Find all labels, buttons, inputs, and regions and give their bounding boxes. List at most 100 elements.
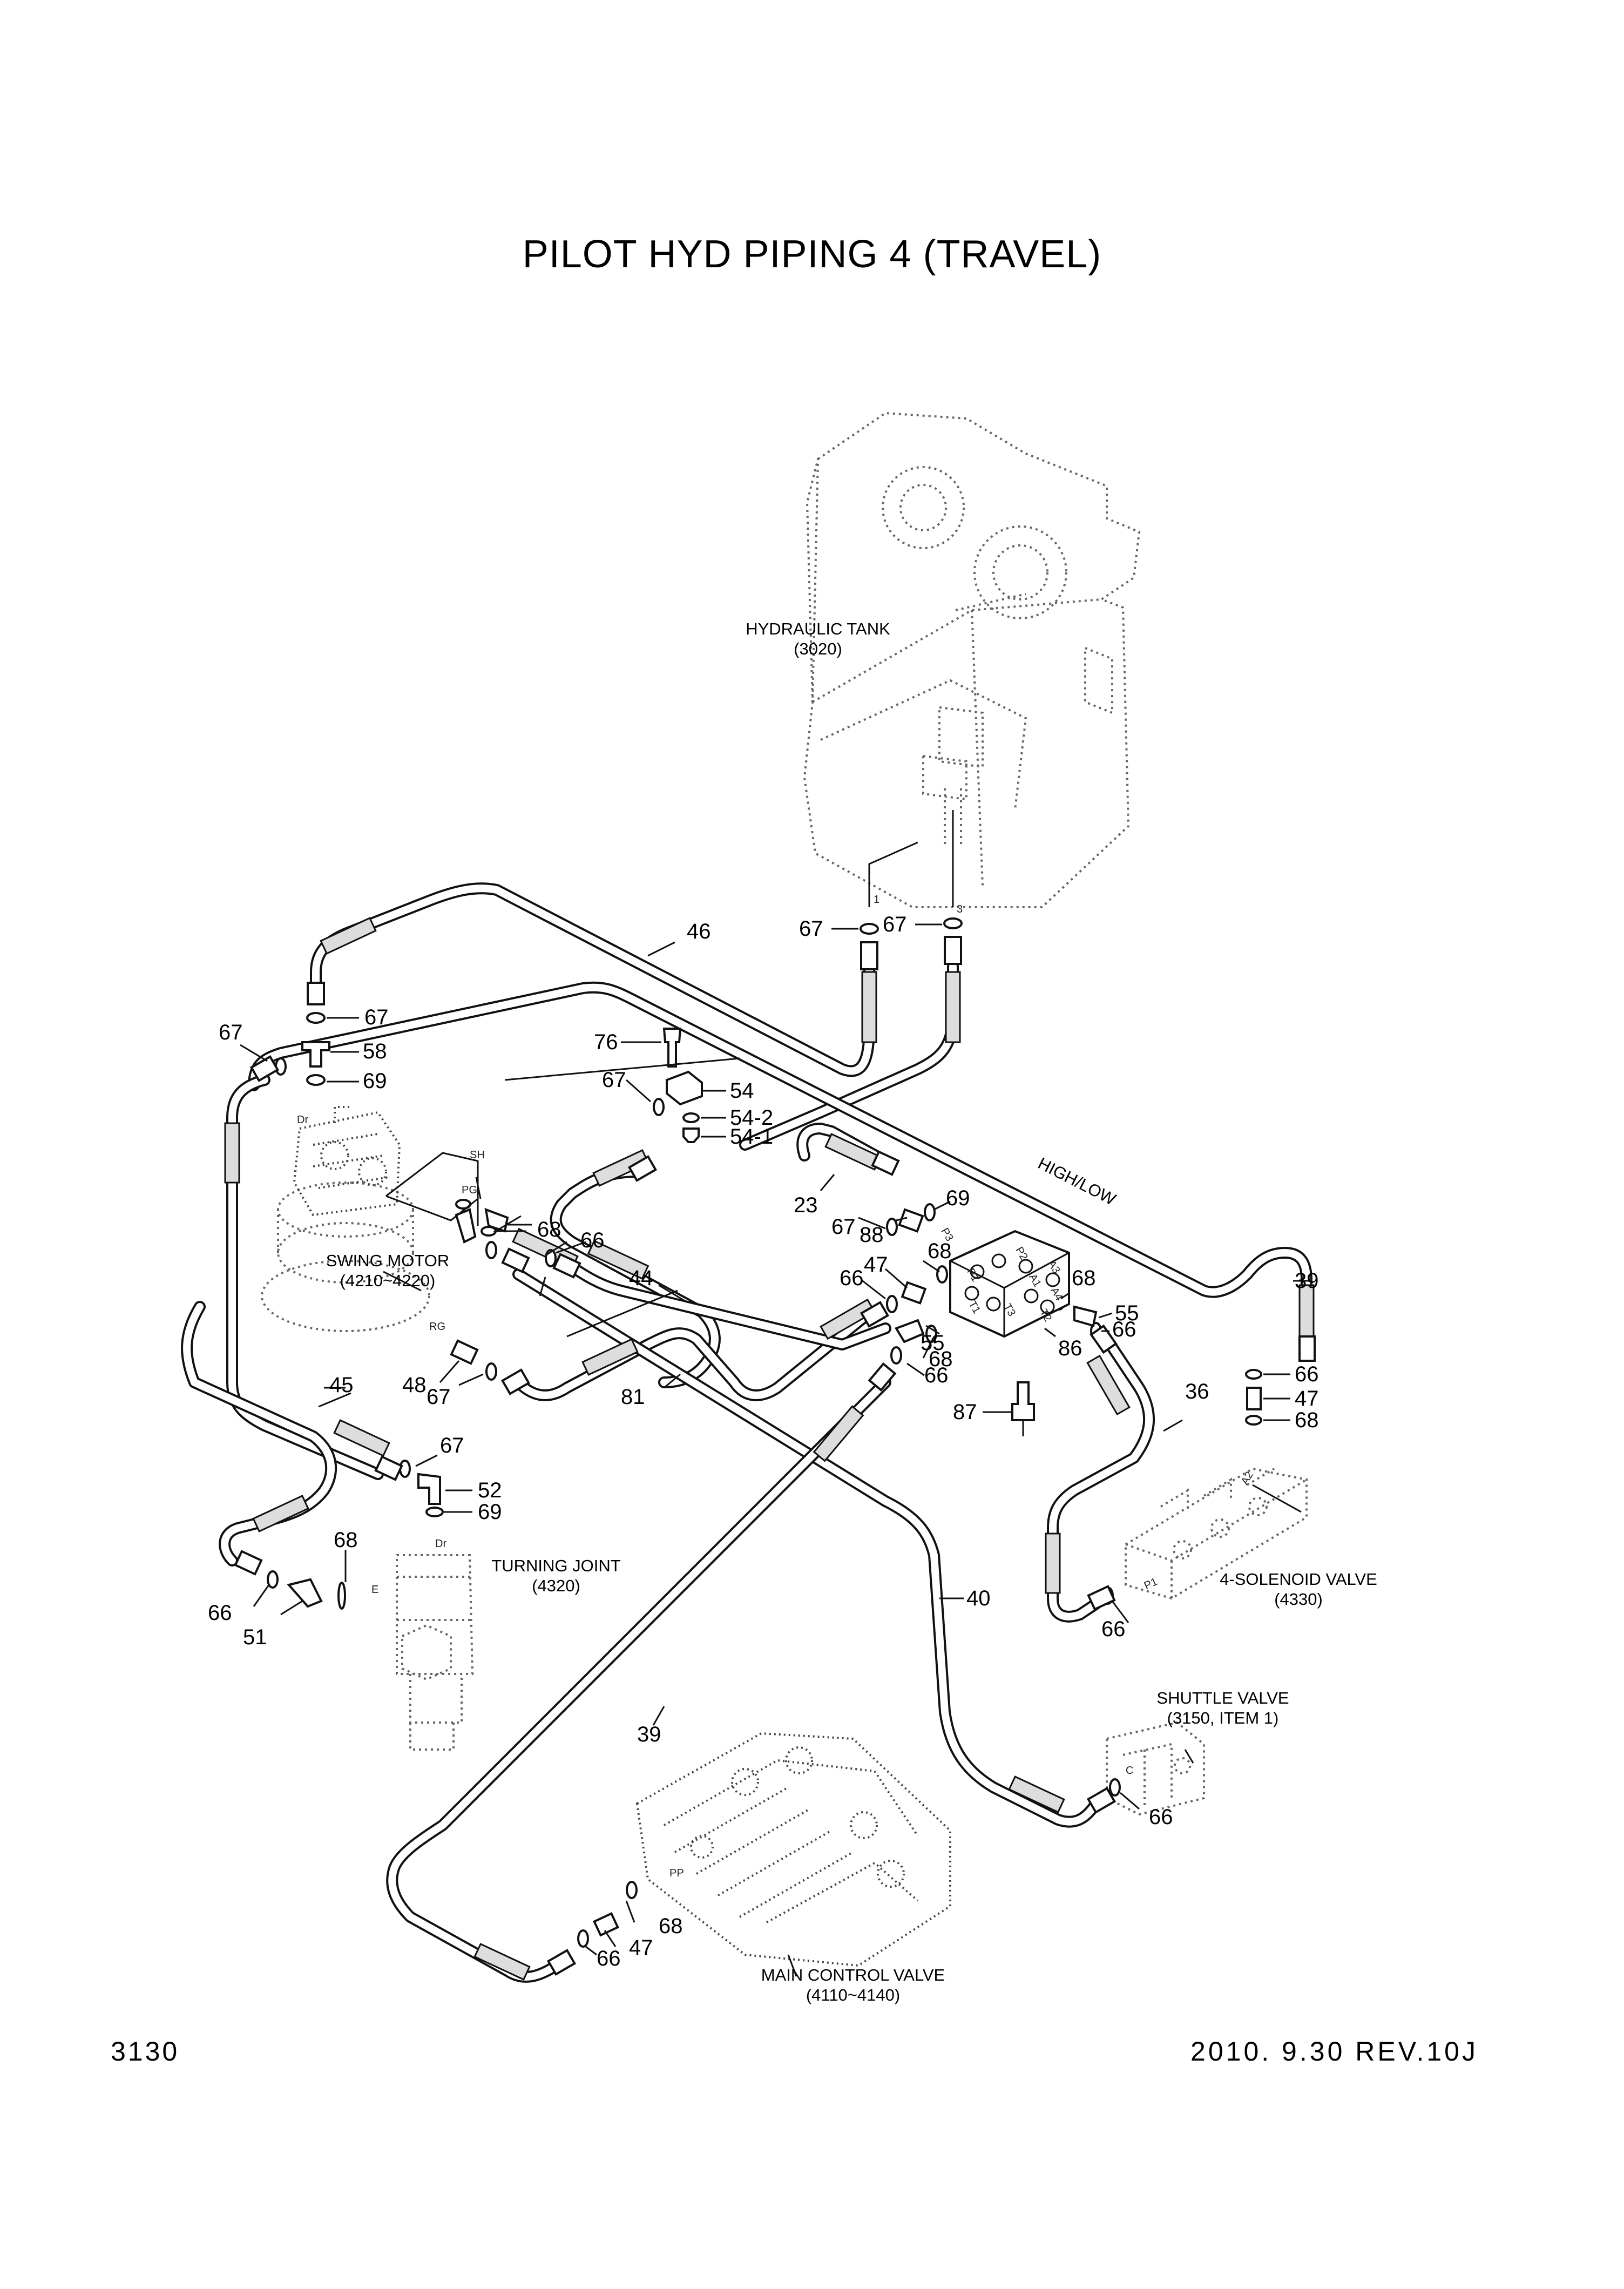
elbow-52 bbox=[417, 1473, 441, 1505]
page-title: PILOT HYD PIPING 4 (TRAVEL) bbox=[522, 233, 1102, 276]
callout: 68 bbox=[928, 1239, 952, 1263]
turning-joint-outline bbox=[396, 1554, 474, 1751]
callout: 67 bbox=[799, 917, 823, 941]
callout: 48 bbox=[402, 1373, 427, 1397]
4-solenoid-valve-outline bbox=[1125, 1467, 1308, 1600]
hydraulic-tank-outline bbox=[803, 411, 1141, 908]
callout: 66 bbox=[208, 1601, 232, 1625]
callout: 67 bbox=[427, 1385, 451, 1409]
main-control-valve-outline bbox=[635, 1732, 951, 1967]
plug-54-1 bbox=[682, 1127, 700, 1143]
o-ring-67-d bbox=[275, 1057, 287, 1076]
callout: 68 bbox=[1295, 1408, 1319, 1432]
revision-date: 2010. 9.30 REV.10J bbox=[1190, 2036, 1478, 2067]
callout: 67 bbox=[219, 1021, 243, 1044]
adapter-48 bbox=[450, 1339, 479, 1365]
callout: 55 bbox=[1115, 1301, 1139, 1325]
callouts: 67 67 46 67 67 58 69 76 54 67 54-2 54-1 … bbox=[208, 913, 1319, 1970]
svg-text:Dr: Dr bbox=[435, 1538, 446, 1550]
o-ring-67-b bbox=[943, 917, 963, 929]
o-ring-67-a bbox=[860, 923, 879, 935]
o-ring-54-2 bbox=[682, 1112, 700, 1123]
o-ring-66-i bbox=[1109, 1778, 1121, 1797]
callout: 44 bbox=[629, 1266, 653, 1290]
callout: 76 bbox=[594, 1030, 618, 1054]
callout: 66 bbox=[580, 1228, 605, 1252]
o-ring-68-g bbox=[337, 1582, 346, 1610]
svg-text:SH: SH bbox=[470, 1149, 485, 1161]
callout: 68 bbox=[1072, 1266, 1096, 1290]
svg-text:P1: P1 bbox=[1142, 1576, 1159, 1592]
svg-text:E: E bbox=[371, 1584, 378, 1596]
elbow-55-d bbox=[1073, 1305, 1098, 1327]
o-ring-66-g bbox=[267, 1570, 279, 1589]
component-captions: HYDRAULIC TANK (3020) SWING MOTOR (4210~… bbox=[326, 619, 1377, 2004]
callout: 23 bbox=[794, 1193, 818, 1217]
plug-76 bbox=[662, 1028, 682, 1068]
o-ring-66-b bbox=[485, 1241, 497, 1259]
callout: 68 bbox=[929, 1347, 953, 1371]
callout: 69 bbox=[946, 1186, 970, 1210]
page-number: 3130 bbox=[111, 2036, 180, 2067]
svg-text:Dr: Dr bbox=[297, 1114, 308, 1126]
callout: 67 bbox=[883, 913, 907, 936]
caption-4-solenoid-valve-ref: (4330) bbox=[1274, 1590, 1323, 1609]
adapter-47-a bbox=[901, 1281, 927, 1305]
adapter-47-b bbox=[1246, 1387, 1262, 1410]
hose-text-high-low: HIGH/LOW bbox=[1035, 1153, 1119, 1209]
callout: 68 bbox=[659, 1914, 683, 1938]
caption-swing-motor-ref: (4210~4220) bbox=[340, 1271, 436, 1290]
o-ring-67-g bbox=[485, 1362, 497, 1381]
callout: 67 bbox=[831, 1215, 856, 1239]
o-ring-67-e bbox=[653, 1098, 665, 1116]
o-ring-66-e bbox=[890, 1346, 902, 1365]
svg-text:RG: RG bbox=[429, 1321, 445, 1333]
callout: 39 bbox=[1295, 1269, 1319, 1293]
elbow-55-c bbox=[895, 1319, 925, 1343]
callout: 81 bbox=[621, 1385, 645, 1409]
o-ring-68-f bbox=[1245, 1415, 1262, 1426]
callout: 58 bbox=[363, 1039, 387, 1063]
o-ring-69-c bbox=[425, 1507, 444, 1517]
callout: 47 bbox=[629, 1936, 653, 1960]
caption-shuttle-valve: SHUTTLE VALVE bbox=[1156, 1689, 1289, 1707]
o-ring-66-c bbox=[886, 1295, 898, 1313]
o-ring-68-c bbox=[936, 1265, 948, 1284]
callout: 46 bbox=[687, 920, 711, 943]
tee-58 bbox=[301, 1041, 330, 1068]
callout: 66 bbox=[924, 1363, 949, 1387]
callout: 47 bbox=[864, 1253, 888, 1277]
caption-4-solenoid-valve: 4-SOLENOID VALVE bbox=[1220, 1570, 1377, 1589]
callout: 88 bbox=[860, 1223, 884, 1247]
caption-shuttle-valve-ref: (3150, ITEM 1) bbox=[1167, 1709, 1279, 1727]
adapter-47-c bbox=[593, 1912, 619, 1937]
callout: 66 bbox=[1149, 1805, 1173, 1829]
callout: 66 bbox=[1295, 1362, 1319, 1386]
svg-text:PP: PP bbox=[669, 1867, 684, 1879]
caption-main-control-valve: MAIN CONTROL VALVE bbox=[761, 1966, 945, 1984]
callout: 66 bbox=[1101, 1617, 1126, 1641]
callout: 68 bbox=[334, 1528, 358, 1552]
svg-text:PG: PG bbox=[462, 1184, 477, 1196]
caption-swing-motor: SWING MOTOR bbox=[326, 1251, 449, 1270]
o-ring-67-f bbox=[886, 1218, 898, 1236]
callout: 67 bbox=[440, 1434, 464, 1457]
swing-motor-outline bbox=[261, 1106, 430, 1332]
callout: 55 bbox=[921, 1331, 945, 1355]
fittings bbox=[234, 917, 1316, 1976]
callout: 66 bbox=[840, 1266, 864, 1290]
callout: 54-2 bbox=[730, 1106, 773, 1130]
callout: 51 bbox=[243, 1625, 267, 1649]
callout: 36 bbox=[1185, 1380, 1209, 1403]
callout: 45 bbox=[329, 1373, 354, 1397]
svg-text:3: 3 bbox=[957, 903, 963, 915]
elbow-51 bbox=[287, 1578, 323, 1608]
svg-text:C: C bbox=[1126, 1765, 1133, 1777]
caption-turning-joint-ref: (4320) bbox=[532, 1576, 580, 1595]
caption-main-control-valve-ref: (4110~4140) bbox=[806, 1986, 900, 2004]
o-ring-67-c bbox=[306, 1012, 326, 1024]
adapter-88 bbox=[898, 1208, 924, 1233]
o-ring-68-h bbox=[626, 1881, 638, 1899]
